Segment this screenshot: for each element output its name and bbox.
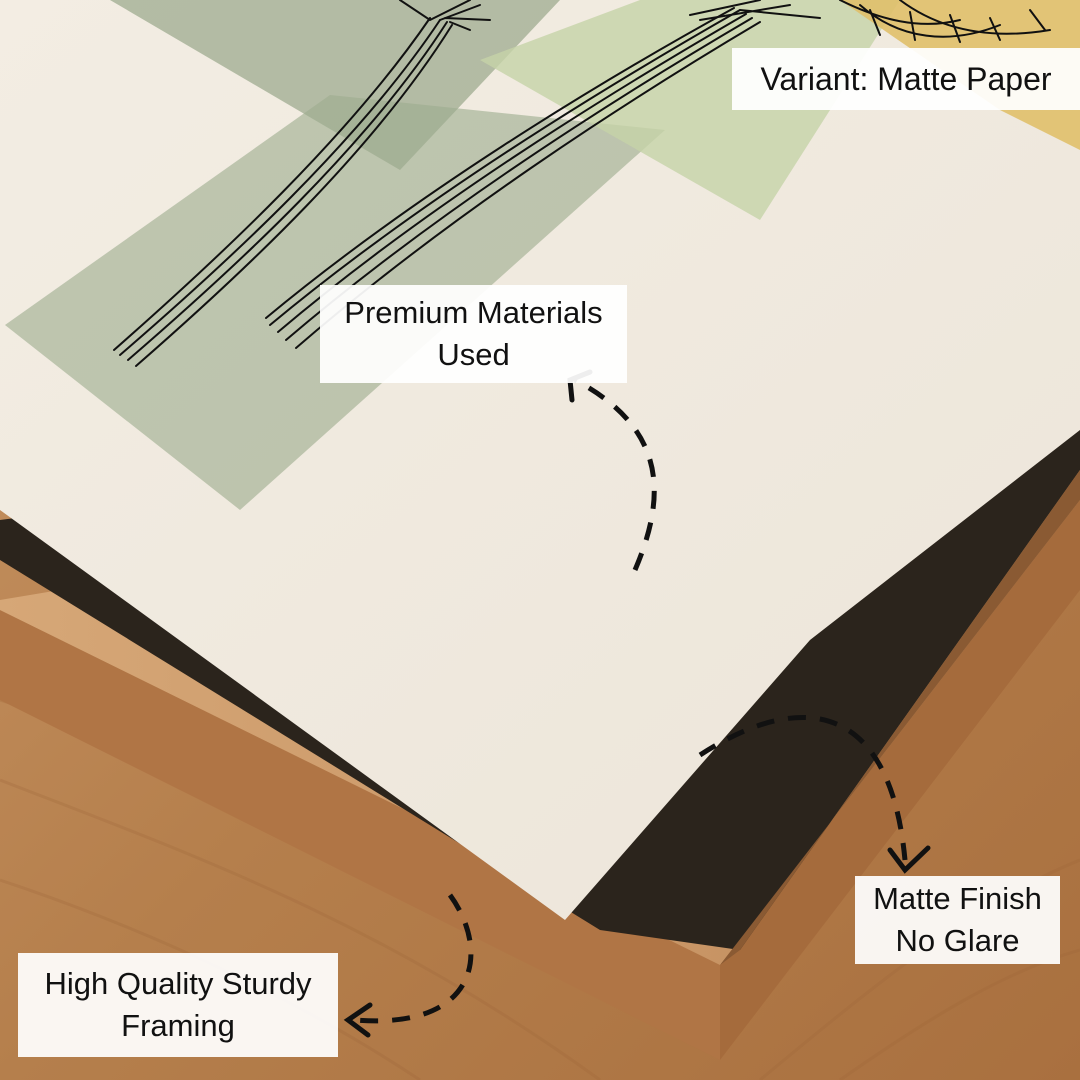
premium-line-1: Premium Materials (344, 295, 603, 330)
matte-finish-label: Matte Finish No Glare (855, 876, 1060, 964)
variant-text: Variant: Matte Paper (760, 61, 1052, 97)
premium-line-2: Used (437, 337, 510, 372)
frame-front-face (0, 610, 720, 1060)
premium-materials-label: Premium Materials Used (320, 285, 627, 383)
variant-label: Variant: Matte Paper (732, 48, 1080, 110)
frame-side-face (720, 500, 1080, 1060)
matte-line-1: Matte Finish (873, 881, 1042, 916)
framing-line-1: High Quality Sturdy (44, 966, 312, 1001)
framing-label: High Quality Sturdy Framing (18, 953, 338, 1057)
framing-line-2: Framing (121, 1008, 235, 1043)
matte-line-2: No Glare (895, 923, 1020, 958)
botanical-illustration (113, 0, 1051, 367)
sage-block-upper (110, 0, 560, 170)
dashed-curved-arrow-icon (343, 893, 474, 1038)
dashed-curved-arrow-icon (698, 715, 931, 874)
